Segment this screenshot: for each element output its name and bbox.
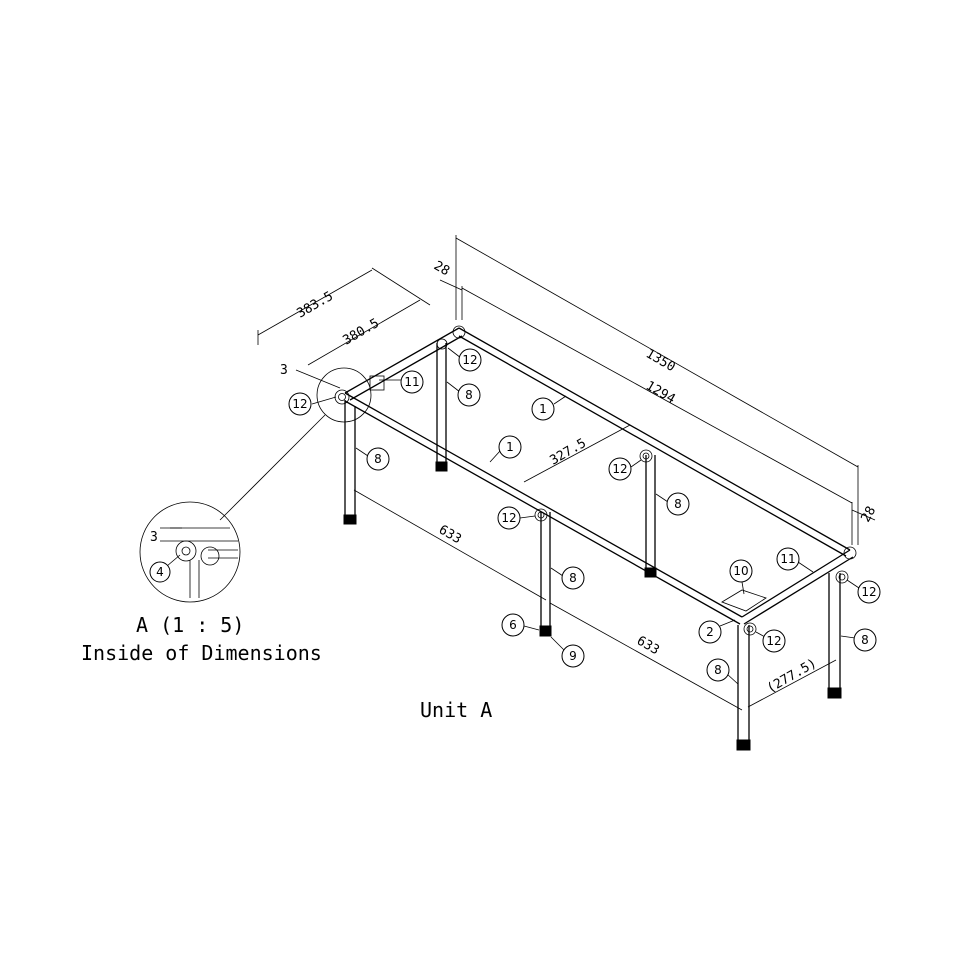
- svg-text:12: 12: [501, 511, 516, 525]
- svg-text:12: 12: [292, 397, 307, 411]
- svg-text:12: 12: [766, 634, 781, 648]
- svg-text:4: 4: [156, 565, 164, 579]
- leg-front-middle: [539, 512, 552, 637]
- detail-title: A (1 : 5): [136, 613, 245, 637]
- svg-text:11: 11: [780, 552, 795, 566]
- dim-383-5: 383.5: [295, 289, 336, 322]
- svg-text:8: 8: [465, 388, 473, 402]
- svg-text:8: 8: [569, 571, 577, 585]
- top-frame: [344, 325, 857, 625]
- callout-bubble: 9: [550, 636, 585, 668]
- callout-bubble: 6: [501, 613, 540, 637]
- dim-633-first: 633: [436, 522, 464, 547]
- callout-bubble: 8: [355, 447, 390, 471]
- dim-28-right: 28: [858, 504, 879, 525]
- callout-bubble: 10: [729, 559, 753, 595]
- dim-327-5: 327.5: [548, 436, 589, 469]
- callout-bubble: 12: [755, 629, 786, 653]
- svg-text:1: 1: [506, 440, 514, 454]
- unit-title: Unit A: [420, 698, 493, 722]
- svg-text:12: 12: [612, 462, 627, 476]
- callout-bubble: 1: [531, 395, 567, 421]
- callout-bubble: 11: [379, 370, 424, 394]
- svg-text:9: 9: [569, 649, 577, 663]
- svg-text:2: 2: [706, 625, 714, 639]
- legs: [343, 343, 842, 751]
- dim-1294: 1294: [643, 378, 678, 407]
- leg-foot: [343, 514, 357, 525]
- callout-bubble: 12: [288, 392, 337, 416]
- detail-view-circle: [139, 501, 241, 603]
- leg-foot: [827, 687, 842, 699]
- callouts: 12 11 12 8 1 1: [149, 347, 881, 685]
- callout-bubble: 12: [447, 347, 482, 372]
- svg-text:8: 8: [714, 663, 722, 677]
- callout-bubble: 1: [489, 435, 522, 463]
- callout-bubble: 2: [698, 619, 736, 644]
- callout-bubble: 12: [608, 457, 642, 481]
- svg-text:12: 12: [462, 353, 477, 367]
- connector-joints: [334, 338, 849, 636]
- svg-text:11: 11: [404, 375, 419, 389]
- svg-text:10: 10: [733, 564, 748, 578]
- leg-foot: [736, 739, 751, 751]
- dim-3: 3: [280, 363, 288, 378]
- dim-277-5: (277.5): [765, 656, 820, 696]
- dim-1350: 1350: [643, 346, 678, 375]
- dim-380-5: 380.5: [341, 316, 382, 349]
- dim-detail-3: 3: [150, 530, 158, 545]
- svg-text:1: 1: [539, 402, 547, 416]
- leg-front-right: [736, 625, 751, 751]
- dim-28-left: 28: [431, 258, 452, 279]
- callout-bubble: 12: [846, 579, 881, 604]
- leg-foot: [539, 625, 552, 637]
- leg-back-left: [435, 343, 448, 472]
- callout-bubble: 8: [446, 381, 481, 407]
- callout-bubble: 8: [550, 566, 585, 590]
- callout-bubble: 8: [840, 628, 877, 652]
- dim-633-second: 633: [634, 633, 662, 658]
- svg-text:8: 8: [374, 452, 382, 466]
- detail-reference: [139, 367, 372, 603]
- callout-bubble: 11: [776, 547, 814, 573]
- callout-bubble: 12: [497, 506, 536, 530]
- svg-text:12: 12: [861, 585, 876, 599]
- dimension-lines: [257, 235, 876, 711]
- leg-foot: [435, 461, 448, 472]
- leg-foot: [644, 567, 657, 578]
- callout-bubble: 8: [706, 658, 739, 685]
- svg-text:6: 6: [509, 618, 517, 632]
- leg-back-middle: [644, 455, 657, 578]
- callout-bubble: 4: [149, 554, 181, 583]
- detail-subtitle: Inside of Dimensions: [81, 641, 322, 665]
- leg-back-right: [827, 573, 842, 699]
- svg-text:8: 8: [674, 497, 682, 511]
- leg-front-left: [343, 400, 357, 525]
- callout-bubble: 8: [655, 492, 690, 516]
- detail-marker-circle: [316, 367, 372, 423]
- svg-text:8: 8: [861, 633, 869, 647]
